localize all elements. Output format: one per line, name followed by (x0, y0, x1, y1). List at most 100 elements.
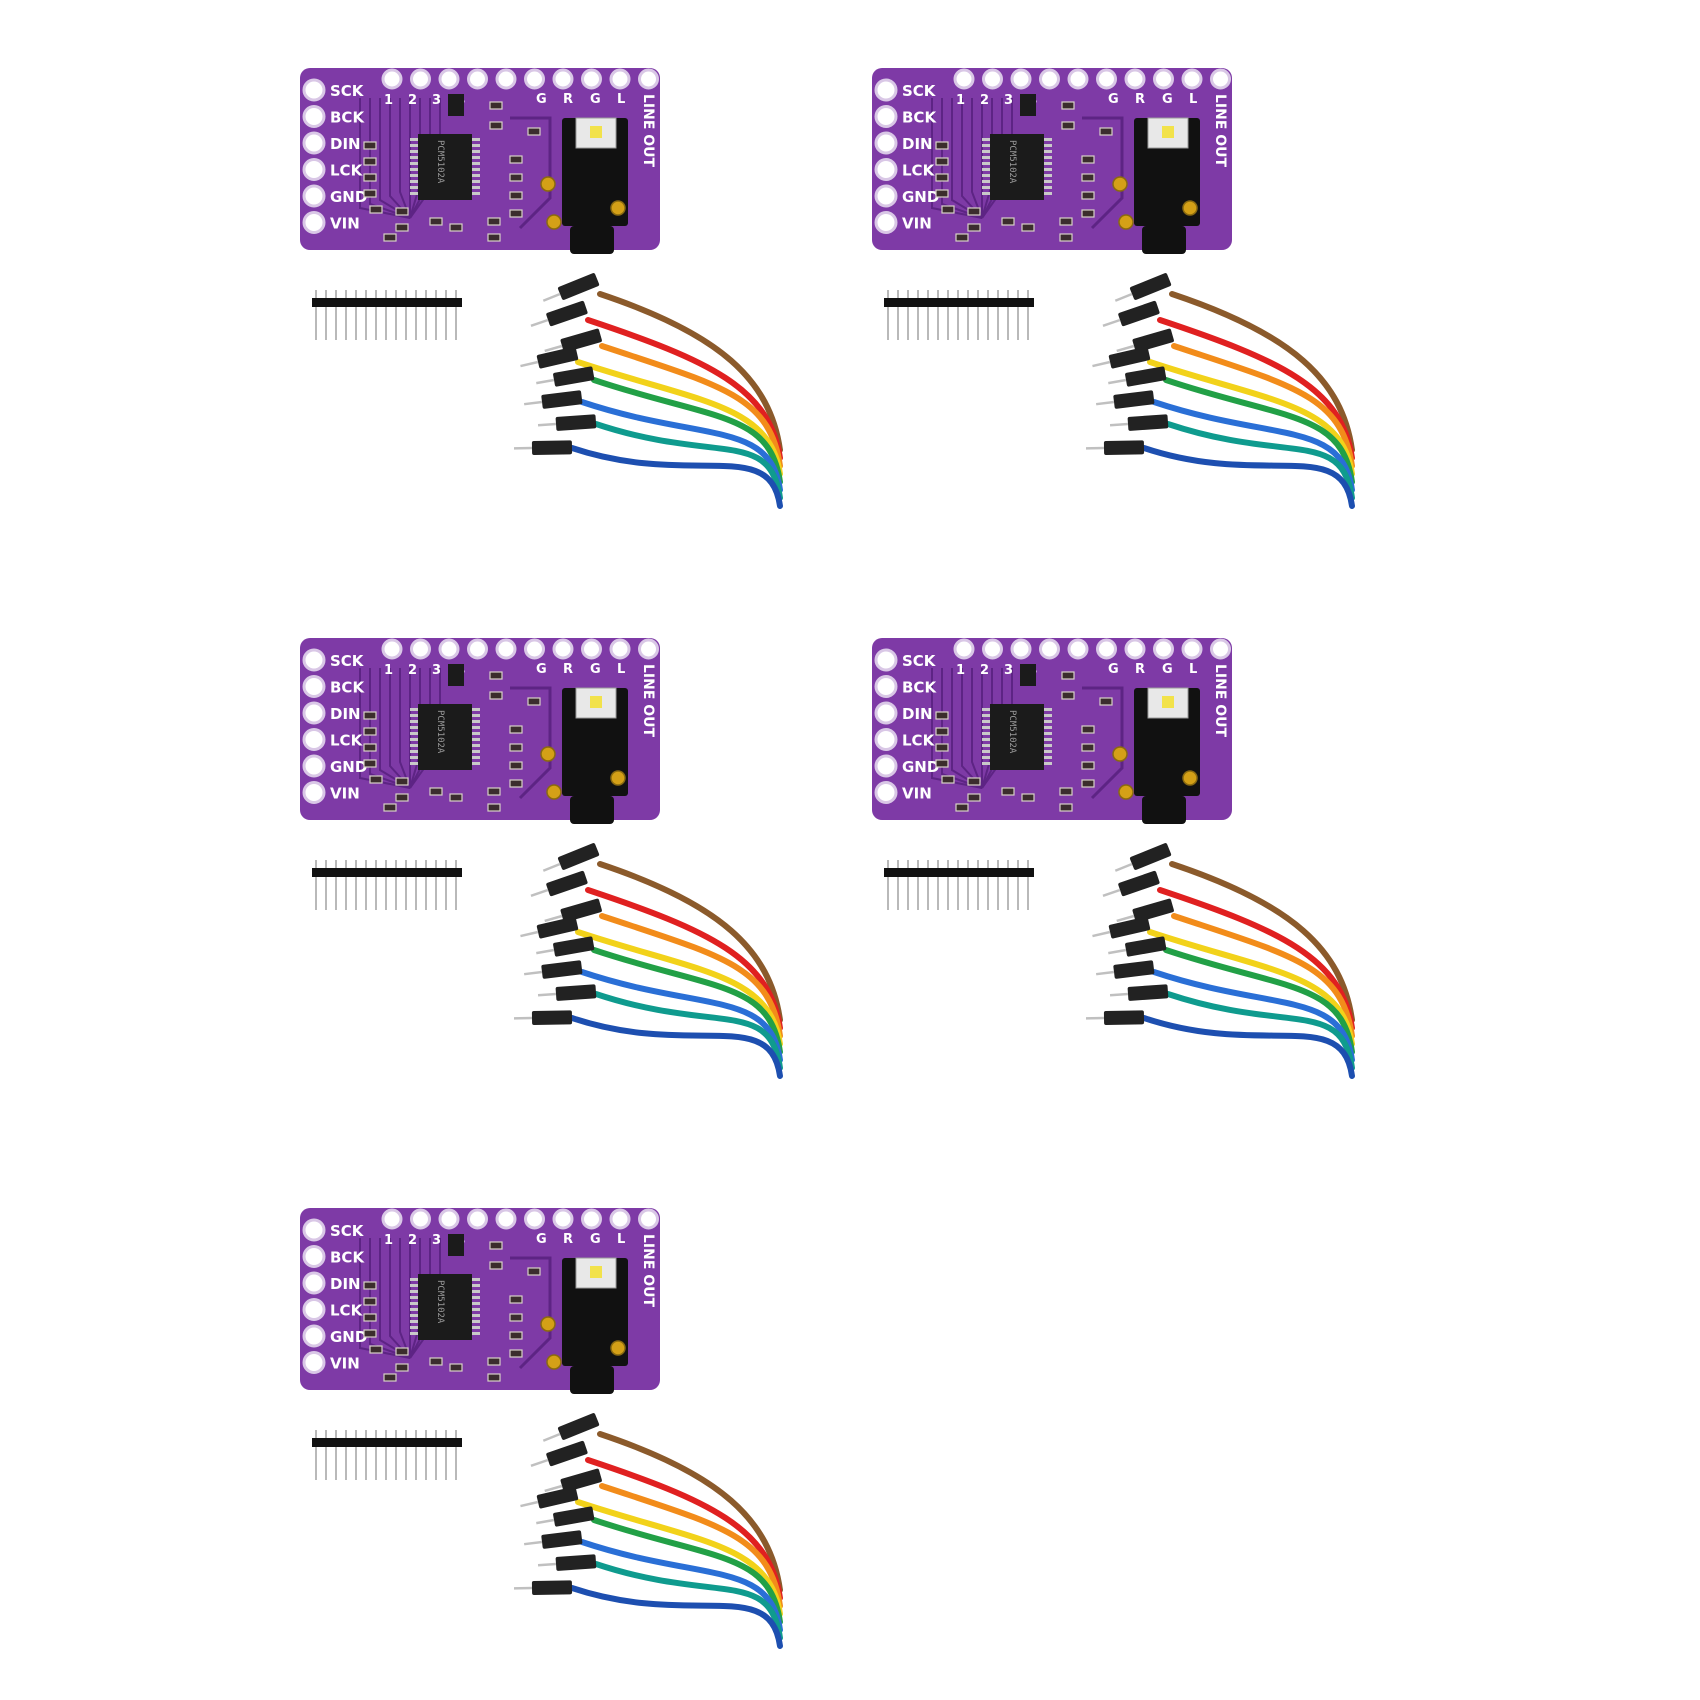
dupont-connector (542, 1413, 600, 1442)
smd-component (487, 803, 501, 812)
pin-label-gnd: GND (330, 188, 367, 206)
jumper-wire (569, 445, 783, 509)
top-letter-label: G (1162, 92, 1173, 107)
chip-leg (472, 1314, 480, 1317)
top-pad (410, 638, 431, 660)
pin-label-gnd: GND (330, 1328, 367, 1346)
chip-leg (1044, 756, 1052, 759)
dac-board: SCKBCKDINLCKGNDVIN1234GRGLLINE OUTPCM510… (872, 638, 1232, 824)
dupont-connector (1092, 346, 1151, 369)
smd-component (509, 725, 523, 734)
smd-component (509, 1295, 523, 1304)
smd-component (383, 803, 397, 812)
dupont-connector (530, 1440, 588, 1468)
top-pad (1096, 68, 1117, 90)
header-base (312, 298, 462, 307)
dupont-connector (513, 440, 573, 455)
line-out-label: LINE OUT (1212, 664, 1228, 738)
chip-leg (982, 720, 990, 723)
pin-pad (302, 675, 326, 698)
dupont-connector (530, 870, 588, 898)
pin-label-vin: VIN (902, 215, 932, 233)
top-letter-label: G (1108, 662, 1119, 677)
kit-graphic: SCKBCKDINLCKGNDVIN1234GRGLLINE OUTPCM510… (872, 68, 1355, 509)
top-letter-label: G (590, 662, 601, 677)
chip-leg (472, 732, 480, 735)
chip-leg (1044, 150, 1052, 153)
smd-component (489, 1261, 503, 1270)
top-pad (467, 638, 488, 660)
chip-leg (410, 1284, 418, 1287)
smd-component (363, 189, 377, 198)
smd-component (1081, 173, 1095, 182)
chip-leg (982, 750, 990, 753)
chip-leg (472, 1284, 480, 1287)
pin-label-bck: BCK (330, 679, 365, 697)
solder-joint (1182, 200, 1198, 216)
pin-label-sck: SCK (330, 1222, 365, 1240)
chip-leg (410, 162, 418, 165)
chip-leg (1044, 156, 1052, 159)
jumper-wire (1165, 991, 1355, 1071)
top-pad (1210, 68, 1231, 90)
smd-component (509, 761, 523, 770)
top-pad (953, 638, 975, 660)
jumper-wire (579, 399, 783, 493)
line-out-label: LINE OUT (640, 94, 656, 168)
chip-leg (1044, 744, 1052, 747)
top-pad (381, 68, 403, 90)
dupont-connector (544, 328, 602, 353)
chip-leg (982, 168, 990, 171)
pin-label-lck: LCK (902, 732, 936, 750)
smd-component (1061, 691, 1075, 700)
chip-leg (472, 138, 480, 141)
smd-component (363, 1281, 377, 1290)
chip-leg (1044, 726, 1052, 729)
top-pad (381, 1208, 403, 1230)
chip-leg (1044, 138, 1052, 141)
top-letter-label: G (1108, 92, 1119, 107)
solder-joint (610, 770, 626, 786)
chip-leg (472, 708, 480, 711)
smd-component (363, 1297, 377, 1306)
top-pad (438, 1208, 460, 1230)
top-pad (552, 68, 574, 90)
top-letter-label: R (1135, 662, 1145, 677)
pin-pad (874, 648, 898, 672)
chip-leg (410, 738, 418, 741)
smd-component (487, 233, 501, 242)
chip-leg (410, 180, 418, 183)
dupont-connector (520, 346, 579, 369)
smd-component (395, 207, 409, 216)
smd-component (429, 1357, 443, 1366)
chip-leg (472, 1308, 480, 1311)
chip-leg (1044, 762, 1052, 765)
dupont-connector (544, 898, 602, 923)
chip-marking: PCM5102A (1007, 710, 1017, 754)
top-number-label: 1 (384, 93, 393, 108)
smd-component (527, 697, 541, 706)
dupont-connector (1116, 898, 1174, 923)
smd-component (527, 1267, 541, 1276)
pin-pad (302, 78, 326, 102)
solder-joint (1112, 746, 1128, 762)
pin-label-din: DIN (330, 1275, 361, 1293)
pin-label-lck: LCK (330, 1302, 364, 1320)
top-letter-label: L (1189, 92, 1197, 107)
smd-component (449, 223, 463, 232)
smd-component (395, 793, 409, 802)
jumper-wire (1141, 445, 1355, 509)
jumper-wire (597, 1431, 783, 1593)
smd-component (1021, 223, 1035, 232)
jumper-wire (1151, 399, 1355, 493)
smd-component (1081, 761, 1095, 770)
top-pad (1124, 68, 1146, 90)
pin-pad (874, 728, 898, 751)
chip-leg (982, 192, 990, 195)
pin-label-din: DIN (330, 135, 361, 153)
top-pad (581, 638, 602, 660)
dupont-connector (1085, 440, 1145, 455)
solder-joint (1118, 784, 1134, 800)
pin-label-din: DIN (902, 135, 933, 153)
smd-component (363, 141, 377, 150)
